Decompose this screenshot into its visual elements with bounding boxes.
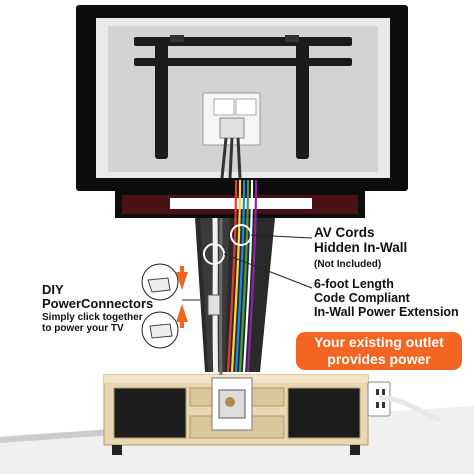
callout-line-2: provides power — [327, 351, 431, 367]
pointer-lines — [182, 234, 313, 301]
cable-bundle — [212, 179, 258, 383]
diy-line-4: to power your TV — [42, 322, 124, 334]
extension-line-3: In-Wall Power Extension — [314, 304, 459, 319]
diy-line-1: DIY — [42, 282, 64, 297]
diy-line-3: Simply click together — [42, 311, 143, 323]
callout-line-1: Your existing outlet — [314, 334, 444, 350]
diy-line-2: PowerConnectors — [42, 296, 154, 312]
click-arrows — [176, 266, 188, 328]
wall-outlet — [367, 381, 441, 423]
lower-recessed-box — [211, 377, 253, 431]
upper-recessed-box — [202, 92, 261, 179]
existing-outlet-callout: Your existing outlet provides power — [296, 332, 462, 370]
wall-mount-bracket — [134, 35, 352, 159]
av-cords-title-1: AV Cords — [314, 225, 375, 240]
av-cords-title-2: Hidden In-Wall — [314, 239, 408, 255]
diy-powerconnectors-label: DIY PowerConnectors Simply click togethe… — [42, 282, 154, 334]
extension-line-2: Code Compliant — [314, 290, 410, 305]
diy-connector-detail — [141, 263, 221, 349]
av-cords-label: AV Cords Hidden In-Wall (Not Included) — [314, 225, 408, 270]
av-cords-note: (Not Included) — [314, 258, 382, 270]
extension-line-1: 6-foot Length — [314, 277, 394, 291]
power-extension-label: 6-foot Length Code Compliant In-Wall Pow… — [314, 277, 459, 319]
